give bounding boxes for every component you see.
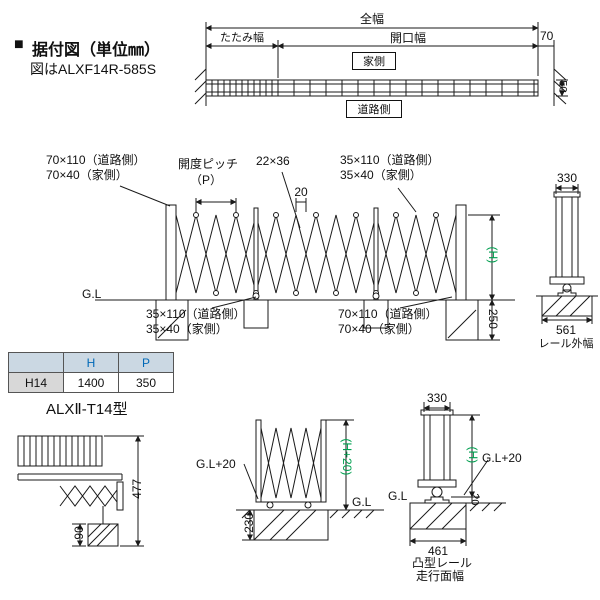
detail-right-drawing xyxy=(409,402,506,546)
detail-mid-drawing xyxy=(236,419,384,541)
dim-50-label: 50 xyxy=(556,80,569,93)
dim-477-label: 477 xyxy=(130,478,145,499)
spec-header-h: H xyxy=(63,352,119,373)
detail-left-drawing xyxy=(17,435,144,547)
dim-90-label: 90 xyxy=(72,526,87,540)
dim-20-label: 20 xyxy=(294,185,308,199)
spec-cell-p-value: 350 xyxy=(118,372,174,393)
rail-outer-width-label: レール外幅 xyxy=(538,338,594,350)
post-size-bottom-left-line2: 35×40（家側） xyxy=(146,322,228,336)
gl-plus20-right-label: G.L+20 xyxy=(482,451,522,465)
running-width-label: 走行面幅 xyxy=(415,569,464,583)
page-subtitle: 図はALXF14R-585S xyxy=(30,61,157,77)
spec-header-p: P xyxy=(118,352,174,373)
post-size-top-right-line1: 35×110（道路側） xyxy=(340,153,440,167)
dim-330-right-label: 330 xyxy=(426,391,448,405)
dim-opening-width-label: 開口幅 xyxy=(389,31,426,45)
pitch-p-label: （P） xyxy=(190,173,223,187)
elevation-drawing xyxy=(95,171,515,341)
end-view-drawing xyxy=(536,184,598,324)
gl-plus20-left-label: G.L+20 xyxy=(196,457,236,471)
dim-561-label: 561 xyxy=(555,323,577,337)
section-marker: ■ xyxy=(14,36,24,53)
dim-total-width-label: 全幅 xyxy=(359,12,384,26)
dim-461-label: 461 xyxy=(427,544,449,558)
ground-line-label: G.L xyxy=(82,287,102,301)
dim-250-label: 250 xyxy=(485,308,500,329)
dim-70-label: 70 xyxy=(540,29,554,43)
post-size-bottom-right-line1: 70×110（道路側） xyxy=(338,307,438,321)
dim-h20-label: (H+20) xyxy=(339,438,354,476)
crossbar-size-label: 22×36 xyxy=(256,154,290,168)
plan-view-drawing xyxy=(194,22,568,106)
dim-h-label: (H) xyxy=(485,246,500,264)
gl-mid-label: G.L xyxy=(352,495,372,509)
post-size-bottom-right-line2: 70×40（家側） xyxy=(338,322,420,336)
dim-330-label: 330 xyxy=(556,171,578,185)
spec-header-blank xyxy=(8,352,64,373)
dim-h-right-label: (H) xyxy=(465,446,480,464)
spec-row-key: H14 xyxy=(8,372,64,393)
post-size-top-right-line2: 35×40（家側） xyxy=(340,168,422,182)
gl-right-label: G.L xyxy=(388,489,408,503)
rail-type-label: 凸型レール xyxy=(412,556,473,570)
model-type-label: ALXⅡ-T14型 xyxy=(46,401,128,418)
dim-20-right-label: 20 xyxy=(468,493,481,506)
page-title: 据付図（単位㎜） xyxy=(32,42,161,59)
post-size-bottom-left-line1: 35×110（道路側） xyxy=(146,307,246,321)
spec-cell-h-value: 1400 xyxy=(63,372,119,393)
spec-table: H P H14 1400 350 xyxy=(8,352,174,393)
dim-230-label: 230 xyxy=(242,512,257,533)
dim-fold-width-label: たたみ幅 xyxy=(220,32,264,44)
road-side-label: 道路側 xyxy=(346,100,402,118)
house-side-label: 家側 xyxy=(352,52,396,70)
pitch-label: 開度ピッチ xyxy=(178,157,239,171)
post-size-top-left-line2: 70×40（家側） xyxy=(46,168,128,182)
post-size-top-left-line1: 70×110（道路側） xyxy=(46,153,146,167)
